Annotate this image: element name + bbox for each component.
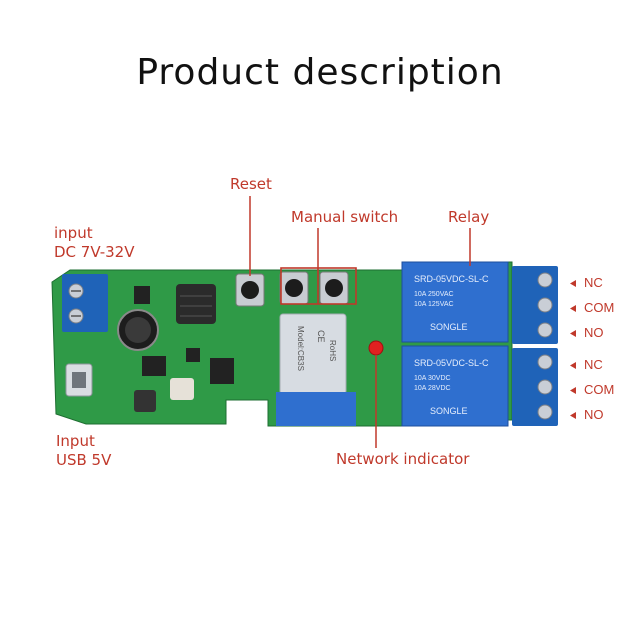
manual-switch-graphic: [279, 271, 349, 305]
svg-text:RoHS: RoHS: [328, 340, 337, 361]
input-dc-label-1: input: [54, 224, 93, 242]
network-indicator-label: Network indicator: [336, 450, 470, 468]
terminal-bottom-com: COM: [584, 382, 615, 397]
terminal-top-nc: NC: [584, 275, 603, 290]
wifi-module: Model:CB3S CE RoHS: [276, 313, 356, 426]
reset-button-graphic: [235, 273, 265, 307]
svg-text:10A 250VAC: 10A 250VAC: [414, 291, 454, 298]
svg-text:10A 125VAC: 10A 125VAC: [414, 301, 454, 308]
svg-text:Model:CB3S: Model:CB3S: [296, 326, 305, 371]
svg-text:10A 30VDC: 10A 30VDC: [414, 375, 451, 382]
svg-text:10A 28VDC: 10A 28VDC: [414, 385, 451, 392]
output-terminal-top: [512, 266, 558, 344]
terminal-bottom-nc: NC: [584, 357, 603, 372]
input-usb-label-2: USB 5V: [56, 451, 112, 469]
network-led: [368, 340, 384, 356]
svg-text:SRD-05VDC-SL-C: SRD-05VDC-SL-C: [414, 358, 489, 368]
output-terminal-bottom: [512, 348, 558, 426]
relay-bottom: SRD-05VDC-SL-C 10A 30VDC 10A 28VDC SONGL…: [401, 345, 509, 427]
svg-text:SONGLE: SONGLE: [430, 322, 468, 332]
relay-top: SRD-05VDC-SL-C 10A 250VAC 10A 125VAC SON…: [401, 261, 509, 343]
usb-port: [65, 363, 93, 397]
svg-text:CE: CE: [316, 330, 326, 343]
terminal-bottom-no: NO: [584, 407, 604, 422]
svg-text:SONGLE: SONGLE: [430, 406, 468, 416]
dc-input-terminal: [62, 274, 108, 332]
svg-text:SRD-05VDC-SL-C: SRD-05VDC-SL-C: [414, 274, 489, 284]
terminal-top-com: COM: [584, 300, 615, 315]
terminal-top-no: NO: [584, 325, 604, 340]
manual-switch-label: Manual switch: [291, 208, 399, 226]
page-title: Product description: [136, 52, 504, 93]
relay-label: Relay: [448, 208, 490, 226]
input-usb-label-1: Input: [56, 432, 95, 450]
reset-label: Reset: [230, 175, 272, 193]
input-dc-label-2: DC 7V-32V: [54, 243, 135, 261]
